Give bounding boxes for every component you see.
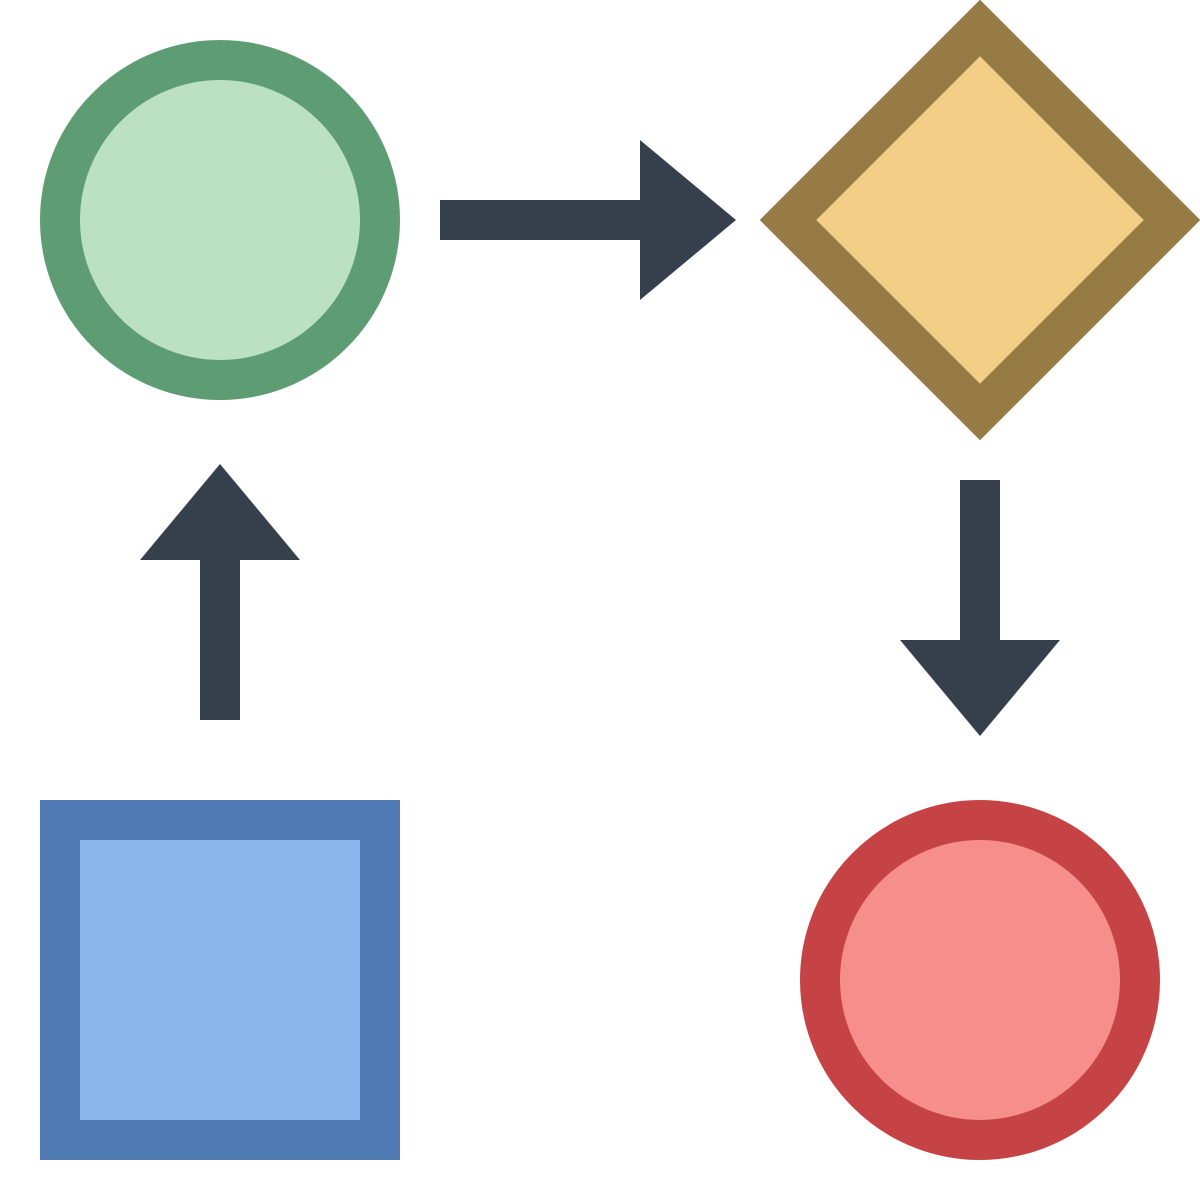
arrow-right-icon bbox=[440, 140, 736, 300]
start-circle-node bbox=[40, 40, 400, 400]
process-square-node bbox=[40, 800, 400, 1160]
arrow-up-icon bbox=[140, 464, 300, 720]
decision-diamond-node bbox=[759, 0, 1200, 441]
end-circle-node bbox=[800, 800, 1160, 1160]
arrow-down-icon bbox=[900, 480, 1060, 736]
